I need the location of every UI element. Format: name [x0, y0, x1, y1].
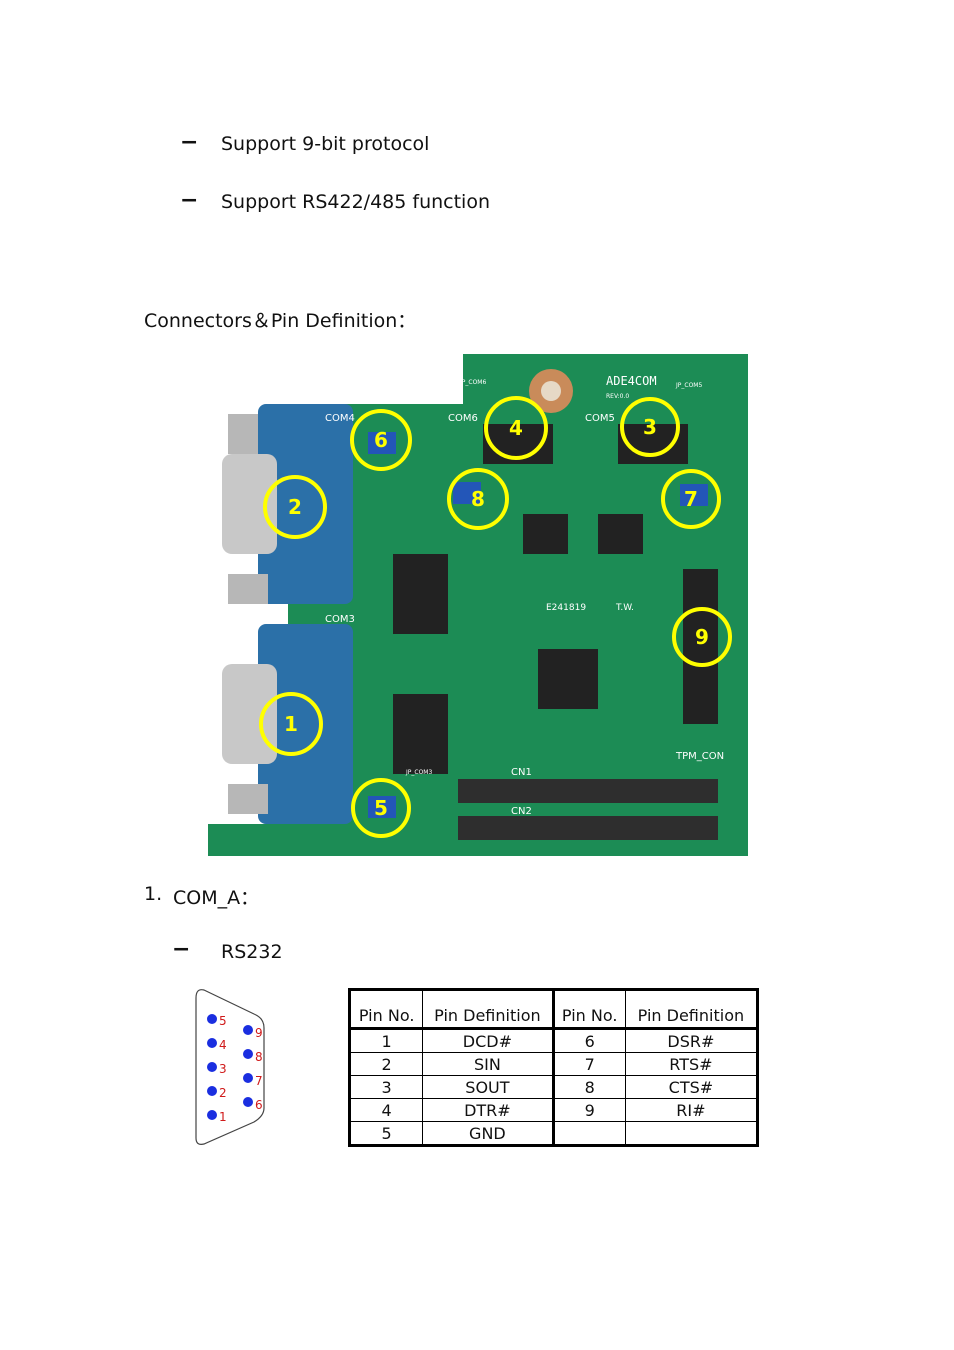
table-row: 4 DTR# 9 RI#	[348, 1098, 759, 1122]
cell: RTS#	[624, 1052, 759, 1076]
svg-text:5: 5	[374, 796, 388, 820]
cell: 6	[551, 1028, 626, 1053]
pin-label-8: 8	[255, 1050, 263, 1064]
cell	[551, 1121, 626, 1146]
board-name-label: ADE4COM	[606, 374, 657, 388]
bullet-dash-2: −	[180, 188, 199, 213]
table-header-row: Pin No. Pin Definition Pin No. Pin Defin…	[348, 989, 759, 1030]
callout-1: 1	[259, 692, 323, 756]
label-jp-com3: JP_COM3	[405, 769, 432, 776]
bullet-text-1: Support 9-bit protocol	[221, 133, 430, 155]
cell: RI#	[624, 1098, 759, 1122]
list-number: 1.	[144, 883, 163, 905]
label-cert: E241819	[546, 603, 586, 613]
pin-label-2: 2	[219, 1086, 227, 1100]
cell: DSR#	[624, 1028, 759, 1053]
bullet-dash-1: −	[180, 130, 199, 155]
pcb-illustration: ADE4COM COM4 COM3 COM6 COM5 CN1 CN2 TPM_…	[208, 354, 748, 856]
label-cn1: CN1	[511, 767, 532, 778]
cell: SOUT	[422, 1075, 554, 1099]
callout-4: 4	[484, 396, 548, 460]
label-rev: REV:0.0	[606, 393, 629, 400]
cell: CTS#	[624, 1075, 759, 1099]
header-pin-def-1: Pin Definition	[422, 989, 554, 1030]
cell: 7	[551, 1052, 626, 1076]
sub-bullet-text: RS232	[221, 941, 283, 963]
svg-text:1: 1	[284, 712, 298, 736]
pin-label-3: 3	[219, 1062, 227, 1076]
pin-label-6: 6	[255, 1098, 263, 1112]
sub-bullet-dash: −	[172, 937, 191, 962]
header-pin-no-1: Pin No.	[348, 989, 424, 1030]
svg-text:8: 8	[471, 487, 485, 511]
db9-connector-diagram: 5 4 3 2 1 9 8 7 6	[192, 988, 272, 1148]
cell: 3	[348, 1075, 424, 1099]
svg-text:4: 4	[509, 416, 523, 440]
label-com5: COM5	[585, 413, 615, 424]
svg-text:3: 3	[643, 415, 657, 439]
label-com4: COM4	[325, 413, 355, 424]
cell	[624, 1121, 759, 1146]
section-title: Connectors＆Pin Definition：	[144, 310, 417, 332]
label-jp-com6: JP_COM6	[459, 379, 486, 386]
label-com6: COM6	[448, 413, 478, 424]
callout-7: 7	[661, 469, 721, 529]
pin-label-9: 9	[255, 1026, 263, 1040]
cell: 4	[348, 1098, 424, 1122]
callout-3: 3	[620, 397, 680, 457]
label-tw: T.W.	[615, 603, 634, 613]
pin-definition-table: Pin No. Pin Definition Pin No. Pin Defin…	[348, 988, 759, 1147]
cell: 2	[348, 1052, 424, 1076]
label-tpm-con: TPM_CON	[675, 751, 724, 762]
pcb-board-photo: ADE4COM COM4 COM3 COM6 COM5 CN1 CN2 TPM_…	[208, 354, 748, 856]
cell: DCD#	[422, 1028, 554, 1053]
cell: SIN	[422, 1052, 554, 1076]
table-row: 3 SOUT 8 CTS#	[348, 1075, 759, 1099]
callout-8: 8	[447, 468, 509, 530]
table-row: 1 DCD# 6 DSR#	[348, 1028, 759, 1053]
cell: 1	[348, 1028, 424, 1053]
bullet-text-2: Support RS422/485 function	[221, 191, 490, 213]
cell: 8	[551, 1075, 626, 1099]
pin-label-7: 7	[255, 1074, 263, 1088]
cell: GND	[422, 1121, 554, 1146]
label-cn2: CN2	[511, 806, 532, 817]
svg-text:9: 9	[695, 625, 709, 649]
label-com3: COM3	[325, 614, 355, 625]
item-title: COM_A：	[173, 887, 260, 909]
table-row: 2 SIN 7 RTS#	[348, 1052, 759, 1076]
callout-5: 5	[351, 778, 411, 838]
pin-label-4: 4	[219, 1038, 227, 1052]
table-row: 5 GND	[348, 1121, 759, 1146]
svg-text:2: 2	[288, 495, 302, 519]
svg-text:7: 7	[684, 487, 698, 511]
callout-2: 2	[263, 475, 327, 539]
pin-label-1: 1	[219, 1110, 227, 1124]
header-pin-def-2: Pin Definition	[624, 989, 759, 1030]
pin-label-5: 5	[219, 1014, 227, 1028]
cell: 9	[551, 1098, 626, 1122]
callout-9: 9	[672, 607, 732, 667]
label-jp-com5: JP_COM5	[675, 382, 702, 389]
svg-text:6: 6	[374, 428, 388, 452]
cell: DTR#	[422, 1098, 554, 1122]
header-pin-no-2: Pin No.	[551, 989, 626, 1030]
callout-6: 6	[350, 409, 412, 471]
cell: 5	[348, 1121, 424, 1146]
